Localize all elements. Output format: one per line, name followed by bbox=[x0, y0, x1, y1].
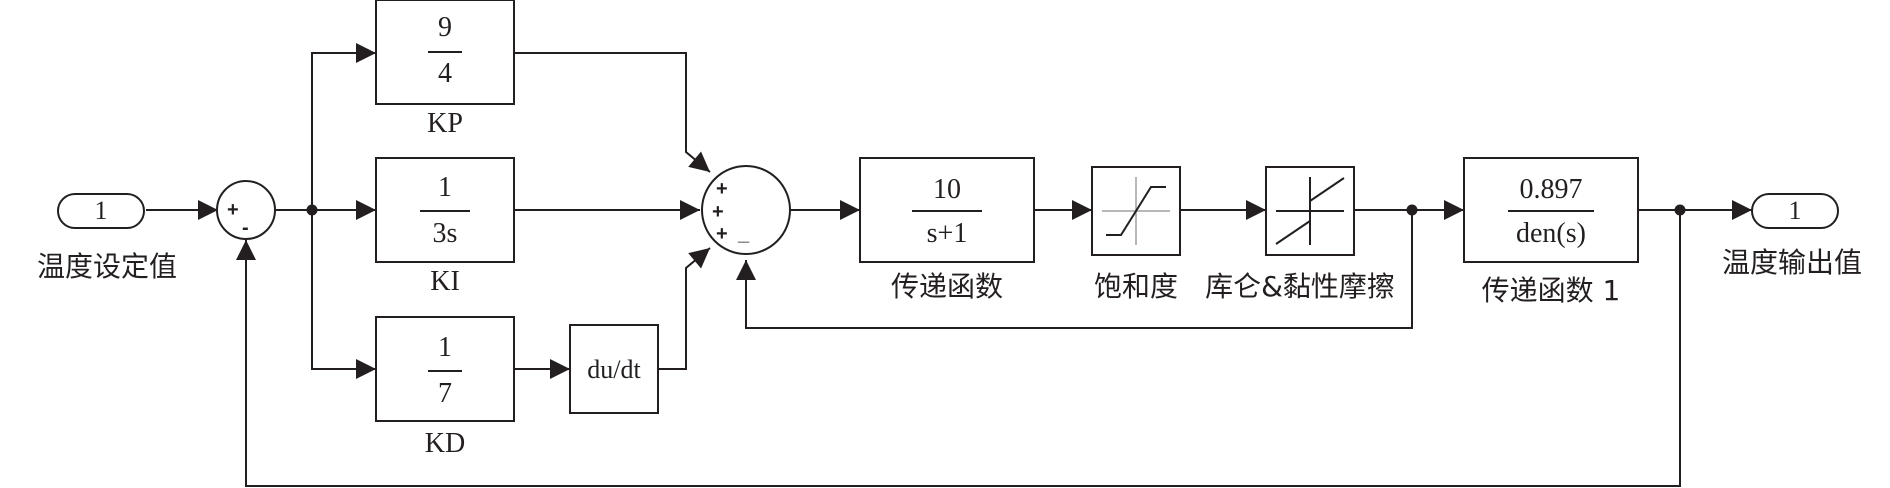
ki-numerator: 1 bbox=[438, 172, 452, 203]
sum1-plus-sign: + bbox=[227, 199, 239, 221]
input-port-shape bbox=[57, 193, 145, 229]
sum2-circle bbox=[701, 165, 791, 255]
tf1-denominator: s+1 bbox=[927, 218, 968, 249]
junction-dot-inner-feedback bbox=[1406, 204, 1418, 216]
sum1-circle bbox=[216, 180, 276, 240]
kd-label: KD bbox=[425, 428, 465, 459]
kd-gain-block[interactable]: 1 7 bbox=[375, 316, 515, 422]
sum2-block[interactable]: + + + _ bbox=[701, 165, 791, 255]
saturation-curve bbox=[1106, 186, 1166, 236]
kp-numerator: 9 bbox=[438, 12, 452, 43]
kd-numerator: 1 bbox=[438, 332, 452, 363]
kp-gain-block[interactable]: 9 4 bbox=[375, 0, 515, 105]
kd-denominator: 7 bbox=[438, 378, 452, 409]
wire-outer-feedback bbox=[236, 210, 1681, 487]
friction-label: 库仑&黏性摩擦 bbox=[1205, 270, 1395, 303]
tf1-label: 传递函数 bbox=[891, 270, 1003, 303]
tf1-numerator: 10 bbox=[933, 174, 961, 205]
kd-box bbox=[375, 316, 515, 422]
input-port-number: 1 bbox=[95, 196, 108, 225]
ki-label: KI bbox=[430, 266, 460, 297]
sum2-sign-1: + bbox=[716, 178, 728, 200]
friction-lower-curve bbox=[1275, 220, 1311, 245]
output-port-number: 1 bbox=[1789, 196, 1802, 225]
junction-dot-pid-branch bbox=[306, 204, 318, 216]
wire-inner-feedback bbox=[736, 210, 1413, 329]
kp-denominator: 4 bbox=[438, 58, 452, 89]
wire-kp-to-sum2 bbox=[514, 52, 711, 173]
wire-branch-to-kp bbox=[311, 43, 376, 210]
derivative-block[interactable]: du/dt bbox=[569, 324, 659, 414]
junction-dot-outer-feedback bbox=[1674, 204, 1686, 216]
wire-derivative-to-sum2 bbox=[658, 247, 711, 370]
sum2-sign-4: _ bbox=[737, 223, 750, 245]
saturation-label: 饱和度 bbox=[1094, 270, 1178, 303]
input-port-label: 温度设定值 bbox=[37, 250, 177, 283]
friction-upper-curve bbox=[1309, 177, 1345, 202]
output-port-shape bbox=[1751, 193, 1839, 229]
tf2-numerator: 0.897 bbox=[1520, 174, 1583, 205]
sum2-sign-3: + bbox=[716, 223, 728, 245]
friction-block[interactable] bbox=[1265, 166, 1355, 256]
tf2-label: 传递函数 1 bbox=[1482, 274, 1621, 307]
saturation-block[interactable] bbox=[1091, 166, 1181, 256]
derivative-box bbox=[569, 324, 659, 414]
ki-denominator: 3s bbox=[433, 218, 458, 249]
output-port[interactable]: 1 bbox=[1751, 193, 1839, 229]
tf2-box bbox=[1463, 157, 1639, 263]
wire-branch-to-kd bbox=[311, 210, 376, 379]
sum1-minus-sign: - bbox=[242, 217, 249, 239]
transfer-function-1[interactable]: 10 s+1 bbox=[859, 157, 1035, 263]
ki-gain-block[interactable]: 1 3s bbox=[375, 157, 515, 263]
tf2-denominator: den(s) bbox=[1516, 218, 1586, 249]
derivative-text: du/dt bbox=[587, 355, 641, 384]
output-port-label: 温度输出值 bbox=[1722, 246, 1862, 279]
sum1-block[interactable]: + - bbox=[216, 180, 276, 240]
transfer-function-2[interactable]: 0.897 den(s) bbox=[1463, 157, 1639, 263]
sum2-sign-2: + bbox=[712, 201, 724, 223]
input-port[interactable]: 1 bbox=[57, 193, 145, 229]
kp-label: KP bbox=[427, 108, 463, 139]
